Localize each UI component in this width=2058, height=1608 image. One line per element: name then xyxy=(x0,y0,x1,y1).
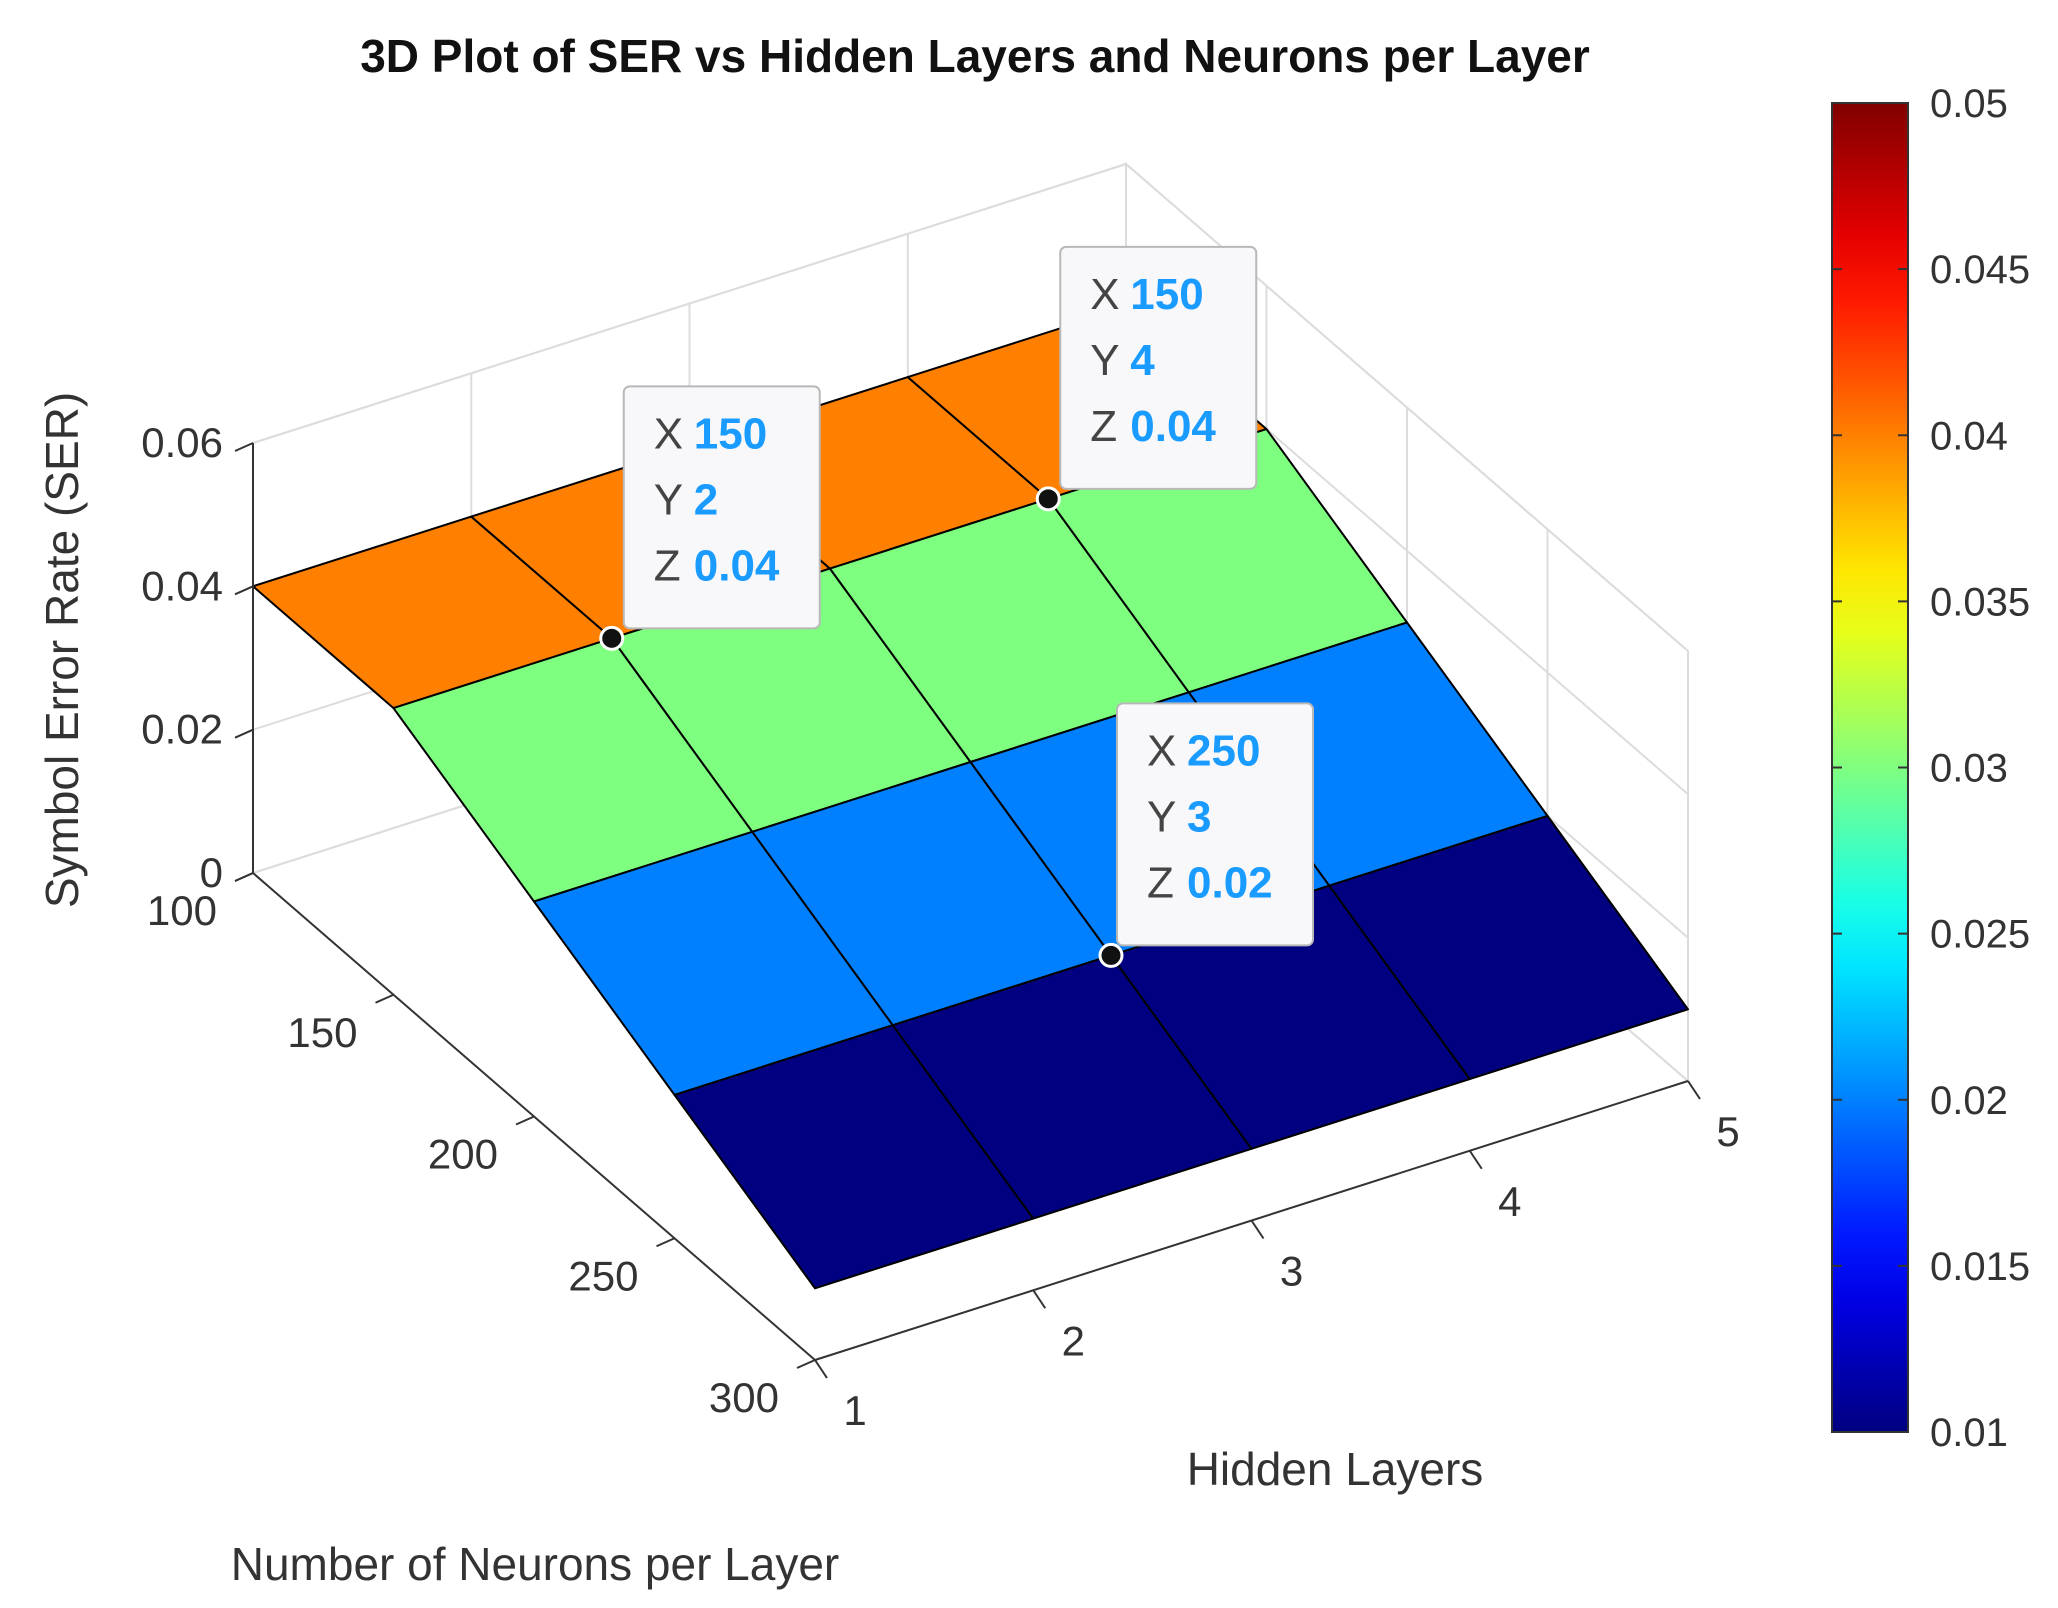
colorbar: 0.01 0.015 0.02 0.025 0.03 0.035 0.04 0.045 0.05 xyxy=(1831,82,2030,1455)
colorbar-tick-label: 0.015 xyxy=(1930,1245,2030,1289)
y-tick-mark xyxy=(1032,1289,1047,1309)
colorbar-tick-label: 0.05 xyxy=(1930,82,2008,126)
x-axis-label: Number of Neurons per Layer xyxy=(231,1538,840,1590)
z-tick-label: 0 xyxy=(200,849,223,896)
y-tick-mark xyxy=(814,1359,828,1379)
chart-title: 3D Plot of SER vs Hidden Layers and Neur… xyxy=(360,30,1590,82)
y-tick-mark xyxy=(1250,1219,1265,1240)
z-tick-label: 0.06 xyxy=(141,419,223,466)
y-tick-label: 4 xyxy=(1498,1178,1521,1225)
datatip-label: Z xyxy=(654,541,681,590)
colorbar-tick-label: 0.01 xyxy=(1930,1411,2008,1455)
z-tick-label: 0.02 xyxy=(141,706,223,753)
x-tick-mark xyxy=(515,1115,535,1126)
datatip-value: 3 xyxy=(1187,792,1211,841)
y-tick-label: 3 xyxy=(1280,1248,1303,1295)
datatip-marker xyxy=(1035,486,1061,512)
colorbar-bar xyxy=(1831,102,1909,1433)
datatip-label: Z xyxy=(1147,858,1174,907)
y-axis-label: Hidden Layers xyxy=(1187,1443,1484,1495)
datatip-label: X xyxy=(1090,270,1119,319)
y-tick-label: 1 xyxy=(843,1387,866,1434)
y-tick-label: 2 xyxy=(1062,1317,1085,1364)
datatip-label: Z xyxy=(1090,402,1117,451)
colorbar-tick-label: 0.03 xyxy=(1930,747,2008,791)
datatip-box xyxy=(622,385,821,630)
x-tick-label: 150 xyxy=(287,1009,357,1056)
z-axis-label: Symbol Error Rate (SER) xyxy=(36,392,88,908)
x-tick-label: 200 xyxy=(428,1131,498,1178)
colorbar-tick-label: 0.04 xyxy=(1930,414,2008,458)
datatip-label: X xyxy=(654,409,683,458)
x-tick-mark xyxy=(796,1359,816,1369)
axes: 100 150 200 250 300 1 2 3 4 5 0 0.02 0.04 0.06 xyxy=(141,419,1739,1434)
datatip-value: 150 xyxy=(1130,270,1203,319)
datatip-marker xyxy=(599,625,625,651)
z-tick-mark xyxy=(234,442,254,452)
datatip-label: Y xyxy=(1090,336,1119,385)
datatip-label: Y xyxy=(1147,792,1176,841)
x-tick-mark xyxy=(375,993,394,1004)
datatip-value: 250 xyxy=(1187,726,1260,775)
x-tick-label: 100 xyxy=(147,887,217,934)
y-tick-label: 5 xyxy=(1716,1108,1739,1155)
datatip-value: 0.02 xyxy=(1187,858,1273,907)
datatip-value: 2 xyxy=(694,475,718,524)
z-tick-mark xyxy=(234,728,254,739)
datatip-value: 4 xyxy=(1130,336,1155,385)
x-tick-mark xyxy=(656,1237,675,1248)
datatip-marker xyxy=(1098,942,1124,968)
datatip-box xyxy=(1059,245,1258,490)
datatip-box xyxy=(1116,702,1314,947)
x-tick-label: 250 xyxy=(568,1252,638,1299)
y-tick-mark xyxy=(1468,1150,1483,1170)
colorbar-tick-label: 0.02 xyxy=(1930,1079,2008,1123)
datatip-value: 150 xyxy=(694,409,767,458)
x-tick-label: 300 xyxy=(709,1374,779,1421)
datatip-value: 0.04 xyxy=(1130,402,1216,451)
z-tick-label: 0.04 xyxy=(141,562,223,609)
y-tick-mark xyxy=(1687,1080,1701,1100)
datatip-label: Y xyxy=(654,475,683,524)
datatip-label: X xyxy=(1147,726,1176,775)
colorbar-tick-label: 0.035 xyxy=(1930,580,2030,624)
datatip-value: 0.04 xyxy=(694,541,780,590)
z-tick-mark xyxy=(234,872,254,882)
colorbar-tick-label: 0.045 xyxy=(1930,248,2030,292)
surface-patch xyxy=(1328,814,1689,1081)
colorbar-tick-label: 0.025 xyxy=(1930,913,2030,957)
z-tick-mark xyxy=(234,585,254,596)
